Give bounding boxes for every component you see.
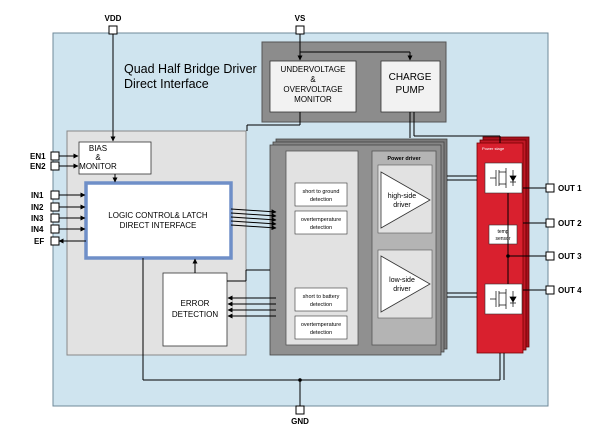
sb-line1: short to battery (303, 294, 340, 300)
pin-out3-terminal (545, 251, 555, 261)
pin-vs-label: VS (295, 14, 306, 23)
error-detection-block (162, 272, 228, 347)
pin-in4-label: IN4 (31, 225, 44, 234)
sg-line1: short to ground (303, 189, 340, 195)
bias-line2: & (95, 153, 101, 162)
pin-en2-terminal (50, 161, 60, 171)
bias-line1: BIAS (89, 144, 107, 153)
short-to-battery-box (294, 287, 348, 312)
ls-line2: driver (393, 286, 411, 293)
sg-line2: detection (310, 197, 332, 203)
charge-pump-line2: PUMP (396, 85, 425, 96)
pin-out2-label: OUT 2 (558, 219, 582, 228)
hs-line1: high-side (388, 193, 417, 200)
pin-out1-label: OUT 1 (558, 184, 582, 193)
pin-in1-terminal (50, 190, 60, 200)
high-side-driver-triangle (380, 171, 431, 229)
junction-gnd (298, 378, 302, 382)
charge-pump-block (380, 60, 441, 113)
ot1-line2: detection (310, 225, 332, 231)
pin-in3-label: IN3 (31, 214, 44, 223)
bias-line3: MONITOR (79, 162, 117, 171)
hs-line2: driver (393, 202, 411, 209)
pin-en2-label: EN2 (30, 162, 46, 171)
short-to-ground-box (294, 182, 348, 207)
pin-ef-label: EF (34, 237, 44, 246)
ot1-line1: overtemperature (301, 217, 341, 223)
pin-out4-label: OUT 4 (558, 286, 582, 295)
voltage-monitor-block (269, 60, 357, 113)
junction-out3 (506, 254, 510, 258)
temp-line1: temp (497, 229, 508, 235)
pin-out2-terminal (545, 218, 555, 228)
diagram-title: Quad Half Bridge Driver (124, 62, 257, 76)
diagram-subtitle: Direct Interface (124, 77, 209, 91)
charge-pump-line1: CHARGE (389, 72, 432, 83)
pin-gnd-label: GND (291, 417, 309, 426)
voltage-monitor-line3: OVERVOLTAGE (283, 85, 342, 94)
logic-line1: LOGIC CONTROL& LATCH (108, 211, 208, 220)
pin-out1-terminal (545, 183, 555, 193)
pin-in4-terminal (50, 224, 60, 234)
ot2-line1: overtemperature (301, 322, 341, 328)
voltage-monitor-line1: UNDERVOLTAGE (281, 65, 346, 74)
temp-line2: sensor (495, 236, 510, 242)
bias-monitor-block (78, 141, 152, 175)
ls-line1: low-side (389, 277, 415, 284)
voltage-monitor-line2: & (310, 75, 316, 84)
wires (58, 30, 546, 414)
low-side-transistor-icon (490, 289, 517, 309)
high-side-transistor-icon (490, 168, 517, 188)
ot2-line2: detection (310, 330, 332, 336)
pin-vdd-terminal (108, 25, 118, 35)
sb-line2: detection (310, 302, 332, 308)
pin-in2-label: IN2 (31, 203, 44, 212)
logic-control-block (84, 181, 233, 260)
power-driver-label: Power driver (387, 156, 421, 162)
low-side-driver-triangle (380, 255, 431, 313)
overtemp-box-2 (294, 315, 348, 340)
pin-out3-label: OUT 3 (558, 252, 582, 261)
error-line1: ERROR (181, 299, 210, 308)
pin-gnd-terminal (295, 405, 305, 415)
error-line2: DETECTION (172, 310, 218, 319)
pin-en1-label: EN1 (30, 152, 46, 161)
logic-line2: DIRECT INTERFACE (120, 221, 197, 230)
pin-en1-terminal (50, 151, 60, 161)
overtemp-box-1 (294, 210, 348, 235)
pin-in3-terminal (50, 213, 60, 223)
power-stage-label: Power stage (482, 146, 505, 151)
pin-in1-label: IN1 (31, 191, 44, 200)
pin-vdd-label: VDD (105, 14, 122, 23)
pin-in2-terminal (50, 202, 60, 212)
pin-vs-terminal (295, 25, 305, 35)
pin-ef-terminal (50, 236, 60, 246)
temp-sensor-box (488, 224, 518, 245)
voltage-monitor-line4: MONITOR (294, 95, 332, 104)
pin-out4-terminal (545, 285, 555, 295)
